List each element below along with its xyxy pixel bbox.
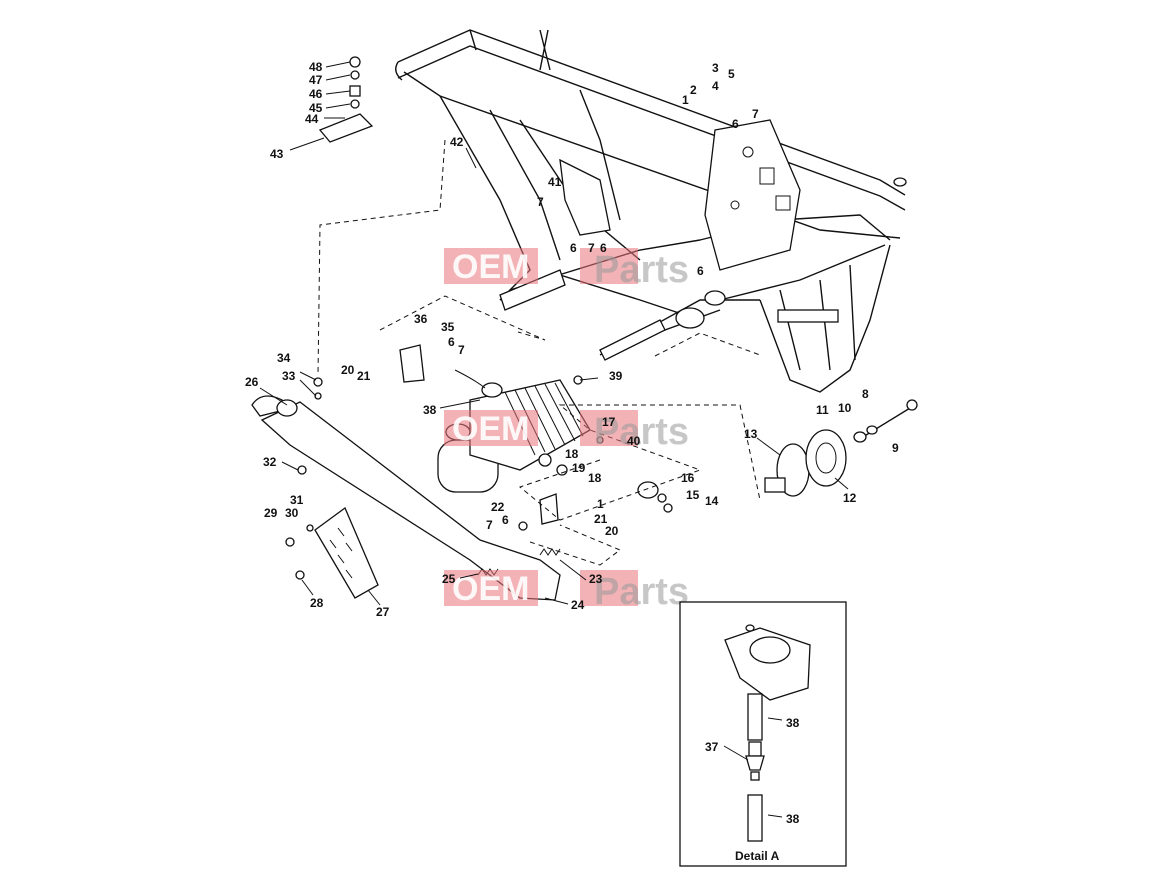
detail-a-title: Detail A [735, 849, 780, 863]
callout-labels: 48 47 46 45 44 43 42 41 7 6 7 6 6 3 5 2 … [245, 60, 899, 826]
callout-42: 42 [450, 135, 464, 149]
callout-6: 6 [502, 513, 509, 527]
callout-46: 46 [309, 87, 323, 101]
callout-13: 13 [744, 427, 758, 441]
callout-35: 35 [441, 320, 455, 334]
callout-18: 18 [588, 471, 602, 485]
callout-40: 40 [627, 434, 641, 448]
callout-21: 21 [594, 512, 608, 526]
callout-24: 24 [571, 598, 585, 612]
callout-21: 21 [357, 369, 371, 383]
callout-5: 5 [728, 67, 735, 81]
callout-1: 1 [682, 93, 689, 107]
watermark-oem-text: OEM [452, 410, 529, 448]
callout-36: 36 [414, 312, 428, 326]
callout-9: 9 [892, 441, 899, 455]
callout-6: 6 [732, 117, 739, 131]
callout-6: 6 [448, 335, 455, 349]
watermark-3: OEM Parts [444, 570, 689, 613]
callout-30: 30 [285, 506, 299, 520]
watermark-oem-text: OEM [452, 248, 529, 286]
callout-34: 34 [277, 351, 291, 365]
watermark-parts-text: Parts [594, 571, 689, 613]
callout-38: 38 [786, 716, 800, 730]
watermark-parts-text: Parts [594, 249, 689, 291]
callout-7: 7 [458, 343, 465, 357]
callout-39: 39 [609, 369, 623, 383]
assembly-guide-lines [317, 139, 761, 566]
callout-22: 22 [491, 500, 505, 514]
callout-6: 6 [697, 264, 704, 278]
callout-26: 26 [245, 375, 259, 389]
callout-33: 33 [282, 369, 296, 383]
callout-31: 31 [290, 493, 304, 507]
callout-44: 44 [305, 112, 319, 126]
callout-7: 7 [752, 107, 759, 121]
watermark-2: OEM Parts [444, 410, 689, 453]
callout-37: 37 [705, 740, 719, 754]
callout-2: 2 [690, 83, 697, 97]
callout-38: 38 [423, 403, 437, 417]
callout-20: 20 [341, 363, 355, 377]
callout-47: 47 [309, 73, 323, 87]
callout-25: 25 [442, 572, 456, 586]
callout-3: 3 [712, 61, 719, 75]
callout-28: 28 [310, 596, 324, 610]
callout-32: 32 [263, 455, 277, 469]
callout-48: 48 [309, 60, 323, 74]
callout-7: 7 [537, 195, 544, 209]
mount-hardware [285, 56, 604, 580]
callout-14: 14 [705, 494, 719, 508]
frame-assembly [395, 29, 907, 393]
callout-38: 38 [786, 812, 800, 826]
callout-41: 41 [548, 175, 562, 189]
callout-17: 17 [602, 415, 616, 429]
callout-1: 1 [597, 497, 604, 511]
drive-clutch-assembly [637, 399, 918, 513]
callout-10: 10 [838, 401, 852, 415]
callout-8: 8 [862, 387, 869, 401]
watermark-1: OEM Parts [444, 248, 689, 291]
callout-27: 27 [376, 605, 390, 619]
callout-12: 12 [843, 491, 857, 505]
exhaust-assembly [251, 395, 561, 601]
callout-29: 29 [264, 506, 278, 520]
callout-15: 15 [686, 488, 700, 502]
callout-45: 45 [309, 101, 323, 115]
callout-4: 4 [712, 79, 719, 93]
callout-43: 43 [270, 147, 284, 161]
callout-23: 23 [589, 572, 603, 586]
callout-7: 7 [588, 241, 595, 255]
watermark-parts-text: Parts [594, 411, 689, 453]
callout-19: 19 [572, 461, 586, 475]
callout-20: 20 [605, 524, 619, 538]
callout-6: 6 [600, 241, 607, 255]
watermark-oem-text: OEM [452, 570, 529, 608]
callout-7: 7 [486, 518, 493, 532]
detail-a-panel: Detail A [679, 601, 847, 867]
callout-18: 18 [565, 447, 579, 461]
callout-16: 16 [681, 471, 695, 485]
leader-lines [259, 61, 849, 606]
callout-11: 11 [816, 403, 829, 417]
callout-6: 6 [570, 241, 577, 255]
